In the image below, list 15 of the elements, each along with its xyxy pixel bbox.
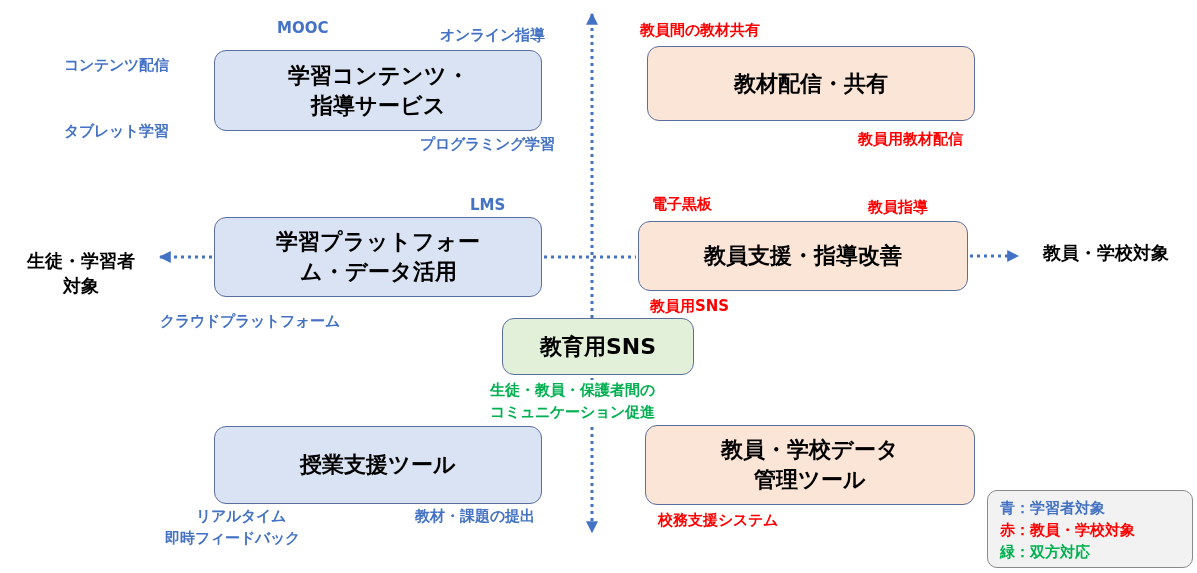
category-box: 授業支援ツール [214,426,542,504]
dotted-arrow [158,251,212,263]
category-box: 教育用SNS [502,318,694,375]
axis-end-label: 生徒・学習者対象 [26,248,136,298]
legend-entry: 青：学習者対象 [1000,498,1106,519]
dotted-arrow [970,250,1020,262]
category-box: 学習コンテンツ・指導サービス [214,50,542,131]
dotted-line [544,255,636,259]
legend-entry: 赤：教員・学校対象 [1000,520,1136,541]
category-box: 教員・学校データ管理ツール [645,425,975,505]
category-box: 学習プラットフォーム・データ活用 [214,217,542,297]
axis-end-label: 教員・学校対象 [1043,241,1169,266]
legend-entry: 緑：双方対応 [1000,542,1091,563]
category-box: 教材配信・共有 [647,46,975,121]
category-box: 教員支援・指導改善 [638,221,968,291]
